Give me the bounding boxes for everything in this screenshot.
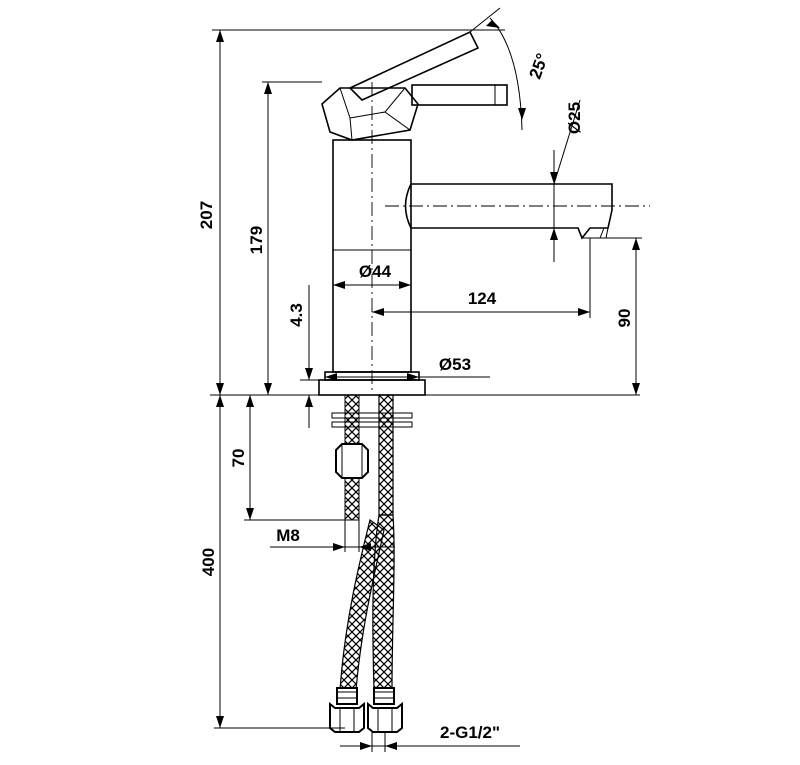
centre-lines: [371, 82, 650, 392]
dim-label-m8: M8: [276, 526, 300, 545]
dim-label-90: 90: [615, 309, 634, 328]
dim-label-d53: Ø53: [439, 355, 471, 374]
dim-label-d25: Ø25: [565, 102, 584, 134]
spout: [404, 183, 613, 240]
dim-body-height: 179: [247, 81, 322, 395]
dim-stud-length: 70: [229, 395, 345, 521]
dim-hose-connection: 2-G1/2": [340, 723, 520, 752]
dim-label-179: 179: [247, 226, 266, 254]
dim-label-400: 400: [199, 548, 218, 576]
dim-label-d44: Ø44: [359, 262, 392, 281]
threaded-stud: [335, 394, 369, 521]
dim-hose-length: 400: [199, 395, 345, 729]
dim-lever-angle: 25°: [469, 7, 553, 131]
washers: [331, 412, 413, 428]
dim-label-4-3: 4.3: [287, 303, 306, 327]
dim-spout-height: 90: [600, 237, 642, 395]
dim-label-124: 124: [468, 289, 497, 308]
braided-hose-right: [372, 394, 395, 691]
dim-label-70: 70: [229, 449, 248, 468]
dim-label-g12: 2-G1/2": [440, 723, 500, 742]
lever-handle-tilted: [348, 30, 480, 101]
dim-spout-reach: 124: [372, 238, 591, 318]
hose-fitting-left: [329, 687, 365, 733]
dim-label-207: 207: [197, 201, 216, 229]
hose-fitting-right: [367, 687, 403, 733]
dim-body-diameter: Ø44: [333, 262, 411, 289]
dim-base-step: 4.3: [287, 285, 325, 428]
dim-label-25deg: 25°: [526, 51, 553, 82]
dim-base-diameter: Ø53: [325, 355, 490, 381]
dim-stud-thread: M8: [270, 520, 395, 552]
dim-overall-height: 207: [197, 29, 505, 395]
lever-handle: [411, 84, 508, 106]
dim-spout-diameter: Ø25: [550, 99, 584, 262]
